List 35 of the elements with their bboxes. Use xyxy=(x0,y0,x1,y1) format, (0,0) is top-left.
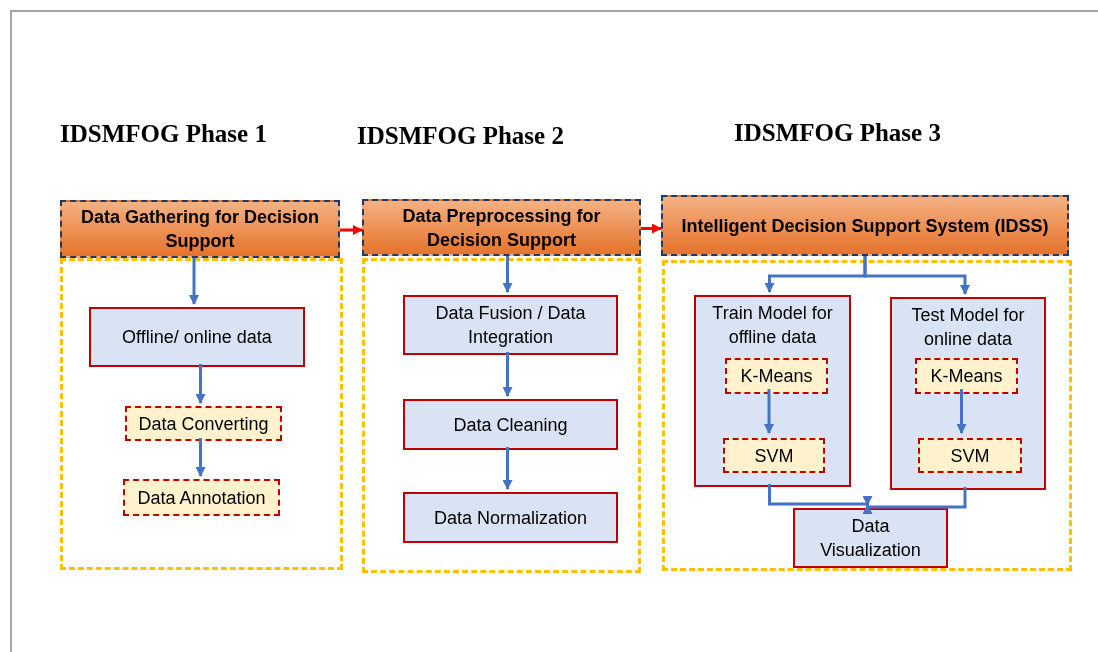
process-box: Data Fusion / Data Integration xyxy=(403,295,618,355)
step-box: K-Means xyxy=(915,358,1018,394)
model-box: Test Model for online data K-Means SVM xyxy=(890,297,1046,490)
header-box: Data Gathering for Decision Support xyxy=(60,200,340,258)
process-box: Offline/ online data xyxy=(89,307,305,367)
arrow xyxy=(641,223,662,234)
arrow xyxy=(956,389,967,434)
arrow xyxy=(195,364,206,404)
dashed-panel xyxy=(362,258,641,573)
arrow xyxy=(189,258,199,305)
arrow xyxy=(195,438,206,477)
dashed-panel xyxy=(60,258,343,570)
process-box: Data Visualization xyxy=(793,508,948,568)
dashed-panel xyxy=(662,260,1072,571)
phase-title: IDSMFOG Phase 2 xyxy=(357,121,564,151)
step-box: Data Annotation xyxy=(123,479,280,516)
arrow xyxy=(863,256,970,295)
arrow xyxy=(764,389,774,434)
step-box: SVM xyxy=(723,438,825,473)
model-box: Train Model for offline data K-Means SVM xyxy=(694,295,851,487)
arrow xyxy=(768,484,873,507)
header-box: Intelligent Decision Support System (IDSS) xyxy=(661,195,1069,256)
step-box: SVM xyxy=(918,438,1022,473)
arrow xyxy=(502,352,513,397)
phase-title: IDSMFOG Phase 3 xyxy=(734,118,941,148)
step-box: Data Converting xyxy=(125,406,282,441)
arrow xyxy=(862,487,967,514)
arrow xyxy=(502,447,513,490)
arrow xyxy=(340,225,363,235)
process-box: Data Cleaning xyxy=(403,399,618,450)
header-box: Data Preprocessing for Decision Support xyxy=(362,199,641,256)
step-box: K-Means xyxy=(725,358,828,394)
arrow xyxy=(502,256,513,293)
process-box: Data Normalization xyxy=(403,492,618,543)
phase-title: IDSMFOG Phase 1 xyxy=(60,119,267,149)
